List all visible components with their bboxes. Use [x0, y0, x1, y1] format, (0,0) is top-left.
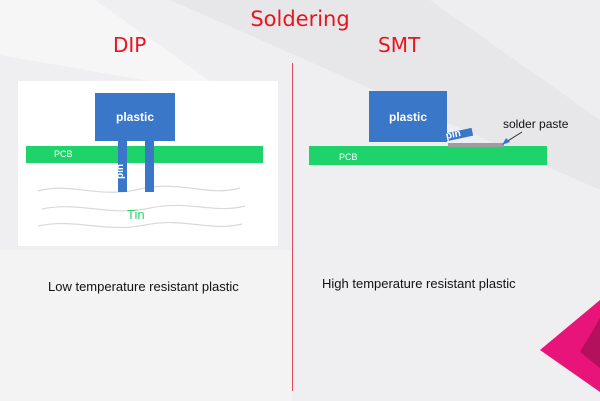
smt-pcb-label: PCB — [339, 152, 358, 162]
dip-pin-label: pin — [115, 164, 126, 179]
smt-pcb-board — [309, 146, 547, 165]
dip-pin-left — [118, 141, 127, 192]
tin-label: Tin — [127, 207, 145, 222]
smt-caption: High temperature resistant plastic — [322, 276, 516, 291]
dip-pcb-board — [26, 146, 263, 163]
smt-plastic-body: plastic — [369, 91, 447, 142]
divider-line — [292, 63, 293, 391]
solder-paste-label: solder paste — [503, 117, 569, 131]
dip-heading: DIP — [113, 33, 147, 57]
magenta-triangle — [540, 300, 600, 392]
dip-pcb-label: PCB — [54, 149, 73, 159]
page-title: Soldering — [250, 7, 350, 31]
dip-pin-right — [145, 141, 154, 192]
dip-caption: Low temperature resistant plastic — [48, 279, 239, 294]
solder-paste-layer — [448, 143, 504, 147]
smt-heading: SMT — [378, 33, 421, 57]
dip-plastic-body: plastic — [95, 93, 175, 141]
